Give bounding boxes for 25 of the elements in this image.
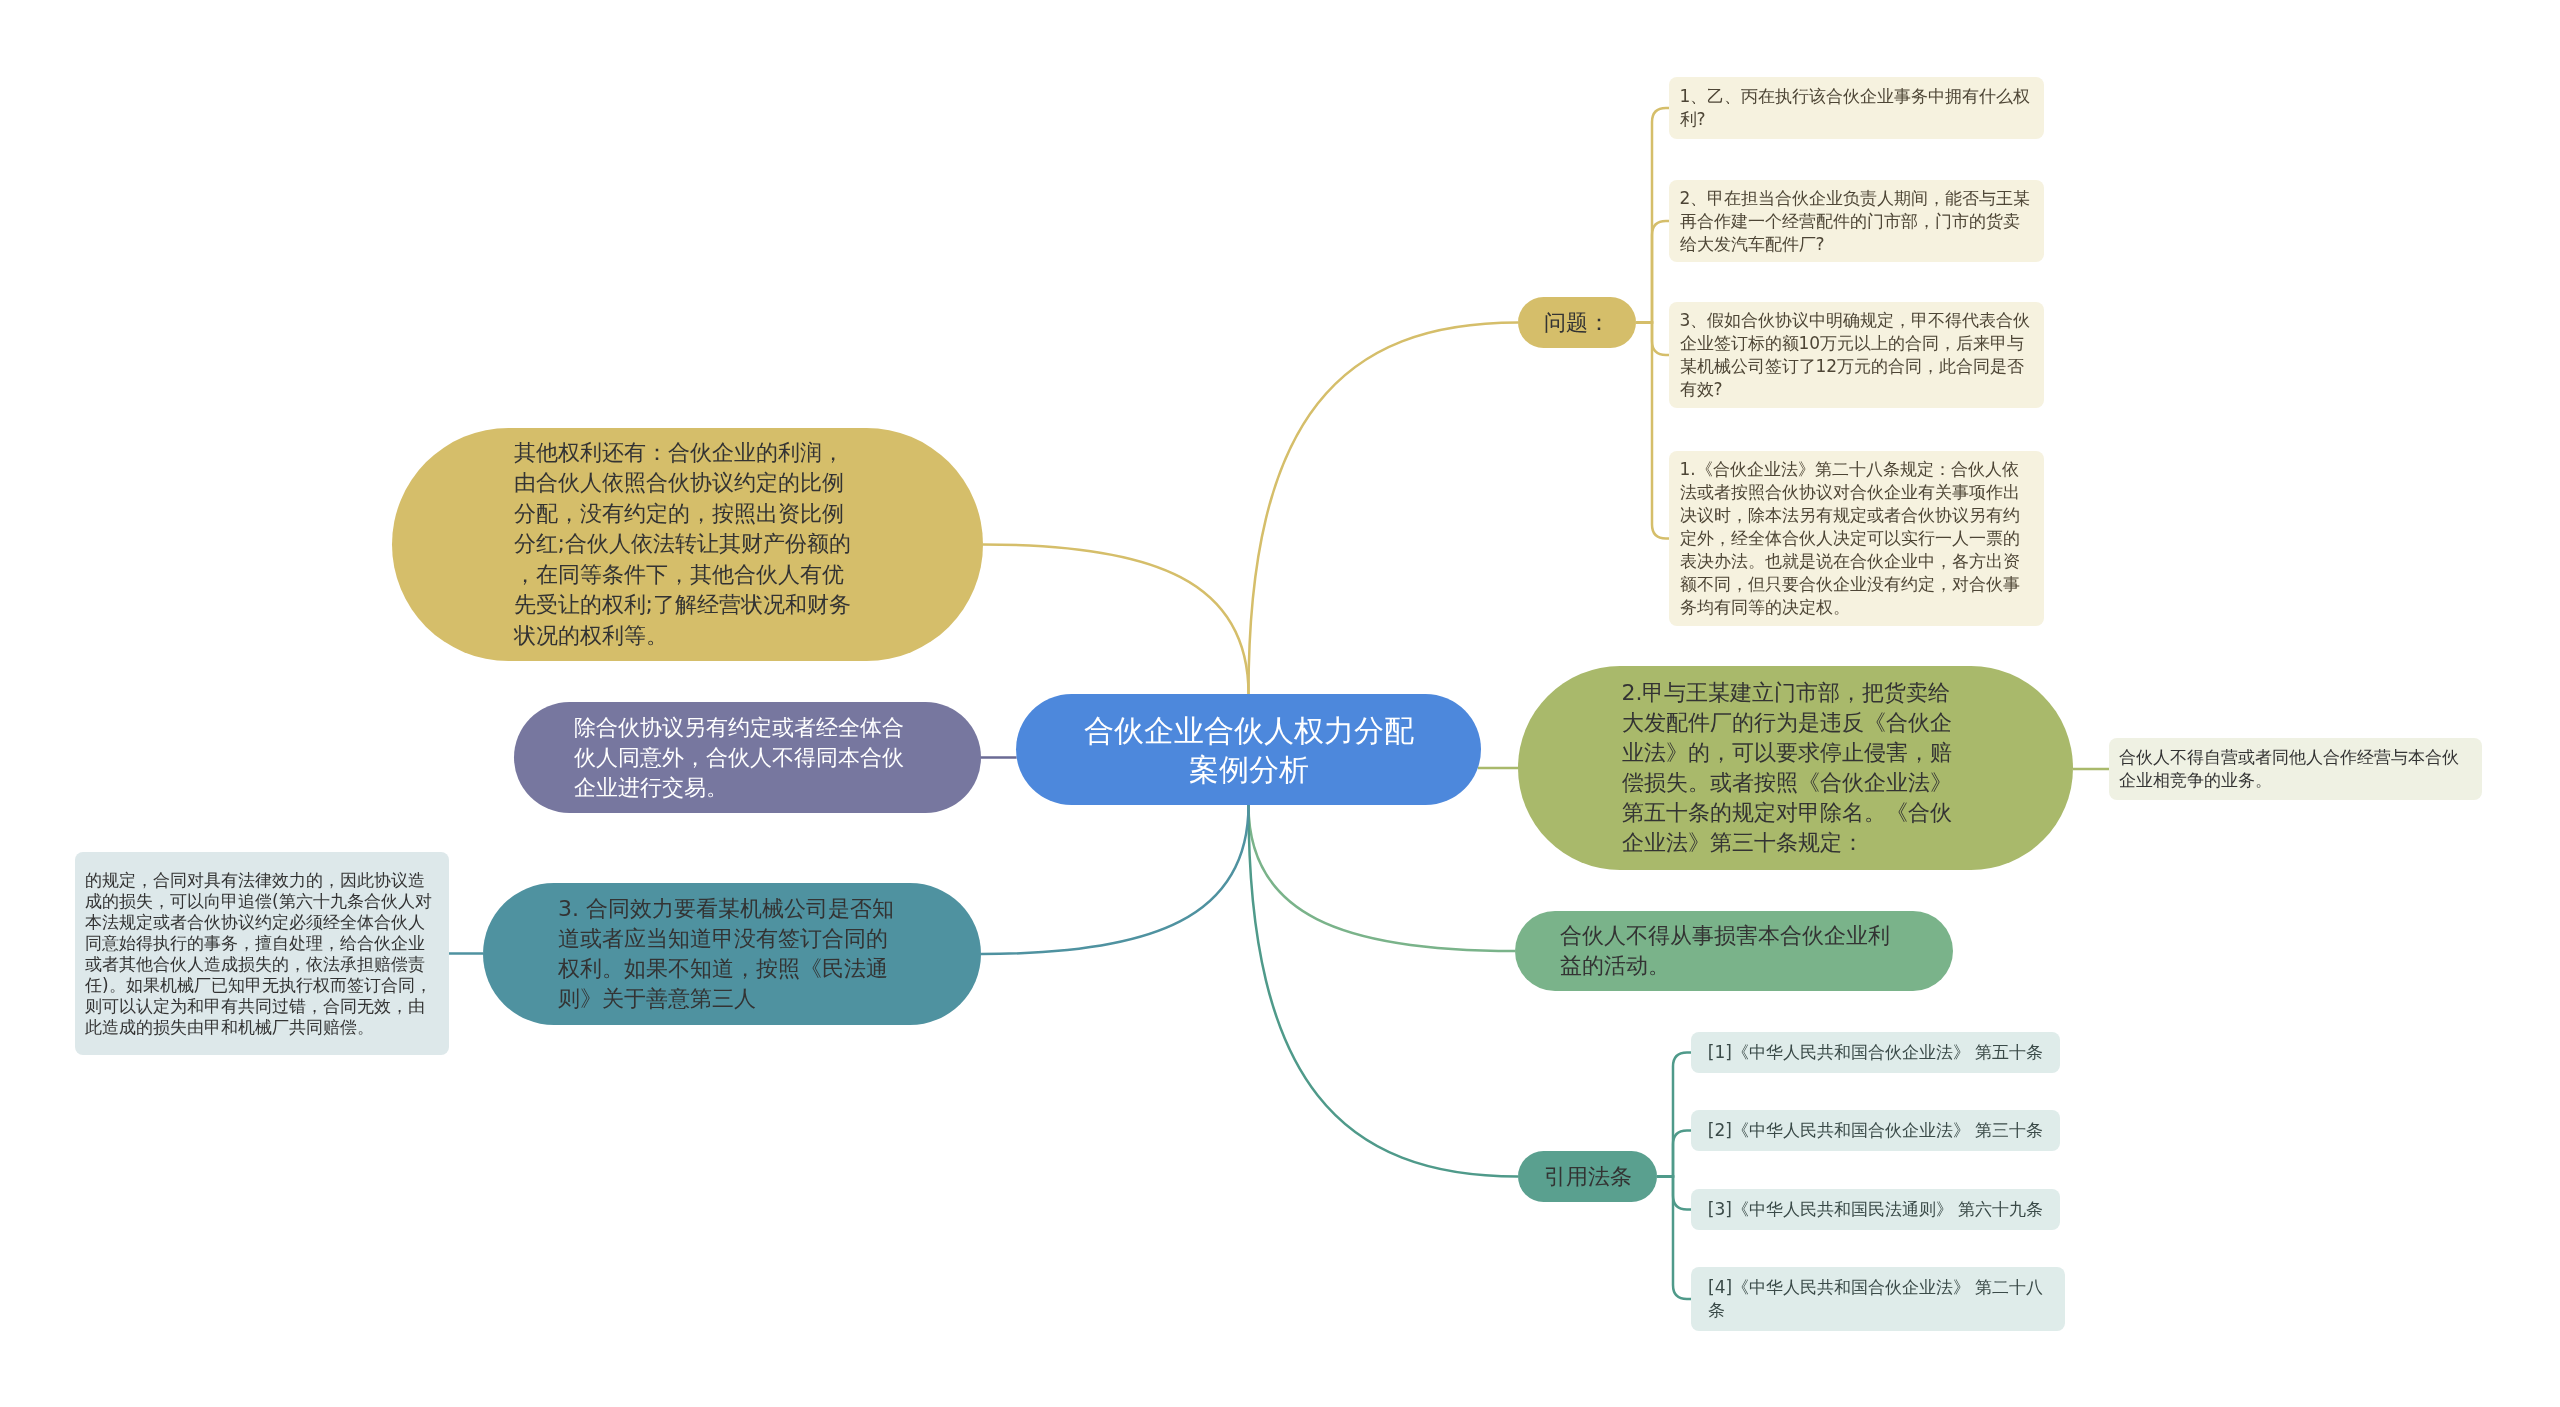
- note-card: 合伙人不得自营或者同他人合作经营与本合伙企业相竞争的业务。: [2109, 738, 2482, 800]
- topic-bubble: 合伙人不得从事损害本合伙企业利益的活动。: [1515, 911, 1953, 991]
- connector-line: [449, 952, 483, 955]
- note-card: 2、甲在担当合伙企业负责人期间，能否与王某再合作建一个经营配件的门市部，门市的货卖给大发汽车配件厂?: [1669, 180, 2044, 262]
- topic-bubble: 3. 合同效力要看某机械公司是否知道或者应当知道甲没有签订合同的权利。如果不知道，按照《民法通则》关于善意第三人: [483, 883, 981, 1025]
- topic-bubble: 2.甲与王某建立门市部，把货卖给大发配件厂的行为是违反《合伙企业法》的，可以要求停止侵害，赔偿损失。或者按照《合伙企业法》第五十条的规定对甲除名。《合伙企业法》第三十条规定：: [1518, 666, 2073, 870]
- connector-line: [1636, 321, 1669, 540]
- reference-card: [2]《中华人民共和国合伙企业法》 第三十条: [1691, 1110, 2060, 1151]
- connector-line: [1477, 766, 1518, 770]
- note-card: 1.《合伙企业法》第二十八条规定：合伙人依法或者按照合伙协议对合伙企业有关事项作出决议时，除本法另有规定或者合伙协议另有约定外，经全体合伙人决定可以实行一人一票的表决办法。也就是说在合伙企业中，各方出资额不同，但只要合伙企业没有约定，对合伙事务均有同等的决定权。: [1669, 451, 2044, 626]
- reference-card: [1]《中华人民共和国合伙企业法》 第五十条: [1691, 1032, 2060, 1073]
- note-card: 的规定，合同对具有法律效力的，因此协议造成的损失，可以向甲追偿(第六十九条合伙人对本法规定或者合伙协议约定必须经全体合伙人同意始得执行的事务，擅自处理，给合伙企业或者其他合伙人造成损失的，依法承担赔偿责任)。如果机械厂已知甲无执行权而签订合同，则可以认定为和甲有共同过错，合同无效，由此造成的损失由甲和机械厂共同赔偿。: [75, 852, 449, 1055]
- connector-line: [980, 804, 1250, 956]
- connector-line: [981, 756, 1017, 759]
- topic-pill: 问题：: [1518, 297, 1636, 348]
- topic-bubble: 其他权利还有：合伙企业的利润，由合伙人依照合伙协议约定的比例分配，没有约定的，按照出资比例分红;合伙人依法转让其财产份额的，在同等条件下，其他合伙人有优先受让的权利;了解经营状况和财务状况的权利等。: [392, 428, 983, 661]
- topic-pill: 引用法条: [1518, 1151, 1657, 1202]
- connector-line: [982, 543, 1250, 695]
- central-topic: 合伙企业合伙人权力分配案例分析: [1016, 694, 1481, 805]
- reference-card: [4]《中华人民共和国合伙企业法》 第二十八条: [1691, 1267, 2065, 1331]
- topic-bubble: 除合伙协议另有约定或者经全体合伙人同意外，合伙人不得同本合伙企业进行交易。: [514, 702, 981, 813]
- note-card: 3、假如合伙协议中明确规定，甲不得代表合伙企业签订标的额10万元以上的合同，后来甲与某机械公司签订了12万元的合同，此合同是否有效?: [1669, 302, 2044, 408]
- note-card: 1、乙、丙在执行该合伙企业事务中拥有什么权利?: [1669, 77, 2044, 139]
- reference-card: [3]《中华人民共和国民法通则》 第六十九条: [1691, 1189, 2060, 1230]
- connector-line: [2073, 767, 2109, 771]
